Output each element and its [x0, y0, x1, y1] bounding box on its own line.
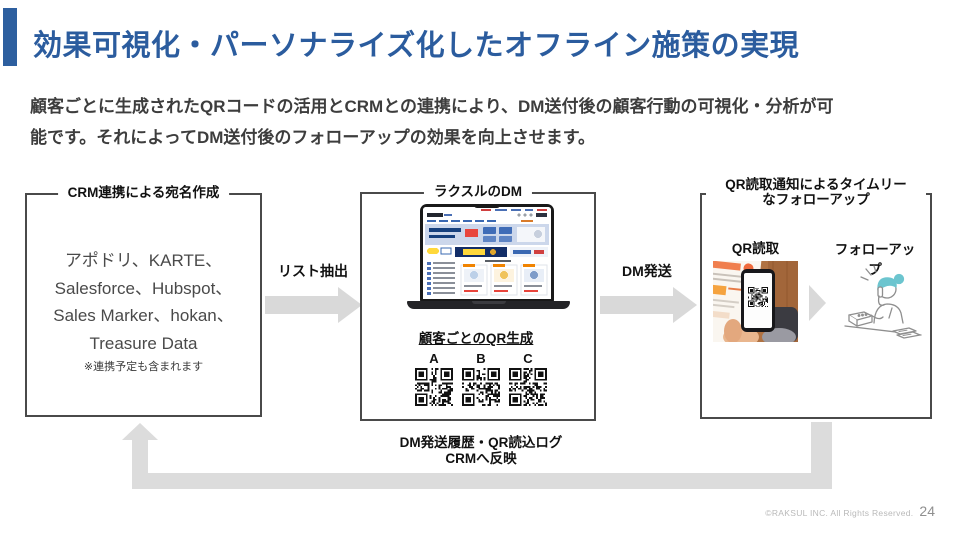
list-extract-label: リスト抽出	[278, 263, 348, 279]
arrow-shaft	[265, 296, 338, 314]
feedback-caption-line2: CRMへ反映	[445, 450, 517, 466]
qr-generation-heading: 顧客ごとのQR生成	[418, 331, 534, 346]
qr-code-b-icon	[462, 368, 500, 406]
laptop-base	[407, 301, 570, 309]
followup-box-title: QR読取通知によるタイムリー なフォローアップ	[706, 177, 926, 207]
crm-box: CRM連携による宛名作成 アポドリ、KARTE、 Salesforce、Hubs…	[25, 185, 262, 417]
feedback-arrow-up-shaft	[132, 439, 148, 479]
crm-services-note: ※連携予定も含まれます	[83, 361, 204, 373]
feedback-caption: DM発送履歴・QR読込ログ CRMへ反映	[331, 435, 631, 466]
crm-box-title: CRM連携による宛名作成	[57, 185, 230, 201]
qr-label-b: B	[476, 351, 486, 366]
title-accent-bar	[3, 8, 17, 66]
smartphone	[741, 269, 775, 332]
dm-site-screenshot	[423, 207, 551, 299]
qr-item-b: B	[462, 350, 500, 406]
qr-code-on-phone-icon	[748, 287, 768, 307]
smartphone-screen	[744, 273, 772, 328]
qr-code-row: A B C	[415, 350, 547, 406]
arrow-right-icon	[600, 287, 697, 323]
dm-send-label: DM発送	[622, 263, 672, 279]
laptop-mockup	[420, 204, 554, 302]
crm-services-list: アポドリ、KARTE、 Salesforce、Hubspot、 Sales Ma…	[53, 251, 234, 353]
arrow-head	[673, 287, 697, 323]
slide-footer: ©RAKSUL INC. All Rights Reserved. 24	[765, 503, 935, 519]
arrow-head	[338, 287, 362, 323]
arrow-shaft	[600, 296, 673, 314]
qr-scan-label: QR読取	[731, 241, 780, 256]
feedback-arrow-down-segment	[811, 422, 832, 489]
qr-label-c: C	[523, 351, 533, 366]
page-title: 効果可視化・パーソナライズ化したオフライン施策の実現	[33, 30, 800, 62]
qr-code-c-icon	[509, 368, 547, 406]
followup-call-illustration	[837, 263, 927, 343]
feedback-arrow-up-head-icon	[122, 423, 158, 440]
laptop-base-notch	[471, 301, 506, 304]
qr-label-a: A	[429, 351, 439, 366]
copyright-text: ©RAKSUL INC. All Rights Reserved.	[765, 508, 914, 518]
qr-code-a-icon	[415, 368, 453, 406]
arrow-right-icon	[265, 287, 362, 323]
feedback-caption-line1: DM発送履歴・QR読込ログ	[399, 435, 563, 450]
page-number: 24	[919, 503, 935, 519]
arrow-right-small-icon	[809, 285, 826, 321]
qr-scan-photo	[713, 261, 798, 342]
feedback-arrow-horizontal-segment	[132, 473, 832, 489]
qr-item-c: C	[509, 350, 547, 406]
slide-description: 顧客ごとに生成されたQRコードの活用とCRMとの連携により、DM送付後の顧客行動…	[30, 97, 834, 147]
dm-box-title: ラクスルのDM	[423, 184, 533, 200]
qr-item-a: A	[415, 350, 453, 406]
laptop-notch	[474, 204, 500, 208]
